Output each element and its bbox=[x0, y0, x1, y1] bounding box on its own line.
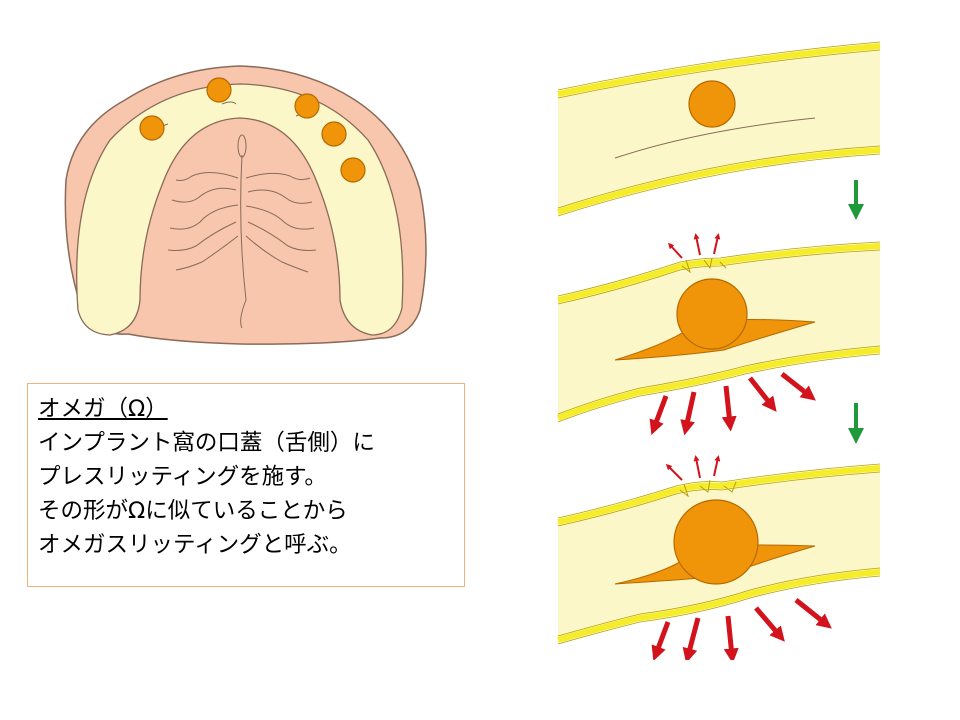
implant-drill bbox=[673, 499, 759, 585]
crack bbox=[681, 257, 727, 274]
incisive-papilla bbox=[237, 134, 247, 158]
bone-band bbox=[558, 46, 880, 212]
membrane-bottom bbox=[557, 147, 881, 215]
implant-site bbox=[206, 77, 232, 103]
panel-pressed bbox=[556, 233, 881, 436]
explanation-line: オメガスリッティングと呼ぶ。 bbox=[38, 532, 352, 558]
explanation-title: オメガ（Ω） bbox=[38, 396, 168, 422]
implant-site bbox=[294, 93, 320, 119]
expansion-process-diagram bbox=[556, 41, 881, 660]
implant-site bbox=[321, 121, 347, 147]
large-red-arrows bbox=[651, 598, 832, 660]
panel-before bbox=[557, 41, 881, 217]
implant-sites bbox=[139, 77, 366, 183]
implant-drill bbox=[688, 80, 736, 128]
membrane-top bbox=[557, 43, 881, 97]
membrane-top bbox=[557, 243, 881, 303]
midline-fold bbox=[240, 154, 247, 329]
palatal-rugae bbox=[167, 172, 317, 273]
explanation-line: インプラント窩の口蓋（舌側）に bbox=[38, 430, 375, 456]
membrane-top bbox=[557, 465, 881, 525]
explanation-line: プレスリッティングを施す。 bbox=[38, 464, 327, 490]
small-red-arrows bbox=[667, 233, 721, 259]
explanation-box: オメガ（Ω） インプラント窩の口蓋（舌側）に プレスリッティングを施す。 その形… bbox=[27, 383, 465, 587]
explanation-line: その形がΩに似ていることから bbox=[38, 498, 348, 524]
membrane-bottom bbox=[557, 569, 881, 643]
slit-line bbox=[614, 117, 816, 159]
crack bbox=[679, 479, 737, 498]
implant-site bbox=[139, 115, 165, 141]
small-red-arrows bbox=[665, 455, 721, 481]
panel-expanded bbox=[557, 455, 881, 660]
membrane-bottom bbox=[556, 347, 881, 421]
large-red-arrows bbox=[649, 372, 816, 436]
implant-drill bbox=[676, 278, 748, 350]
implant-site bbox=[340, 157, 366, 183]
ridge-band bbox=[76, 83, 404, 336]
palate-illustration bbox=[64, 65, 427, 345]
